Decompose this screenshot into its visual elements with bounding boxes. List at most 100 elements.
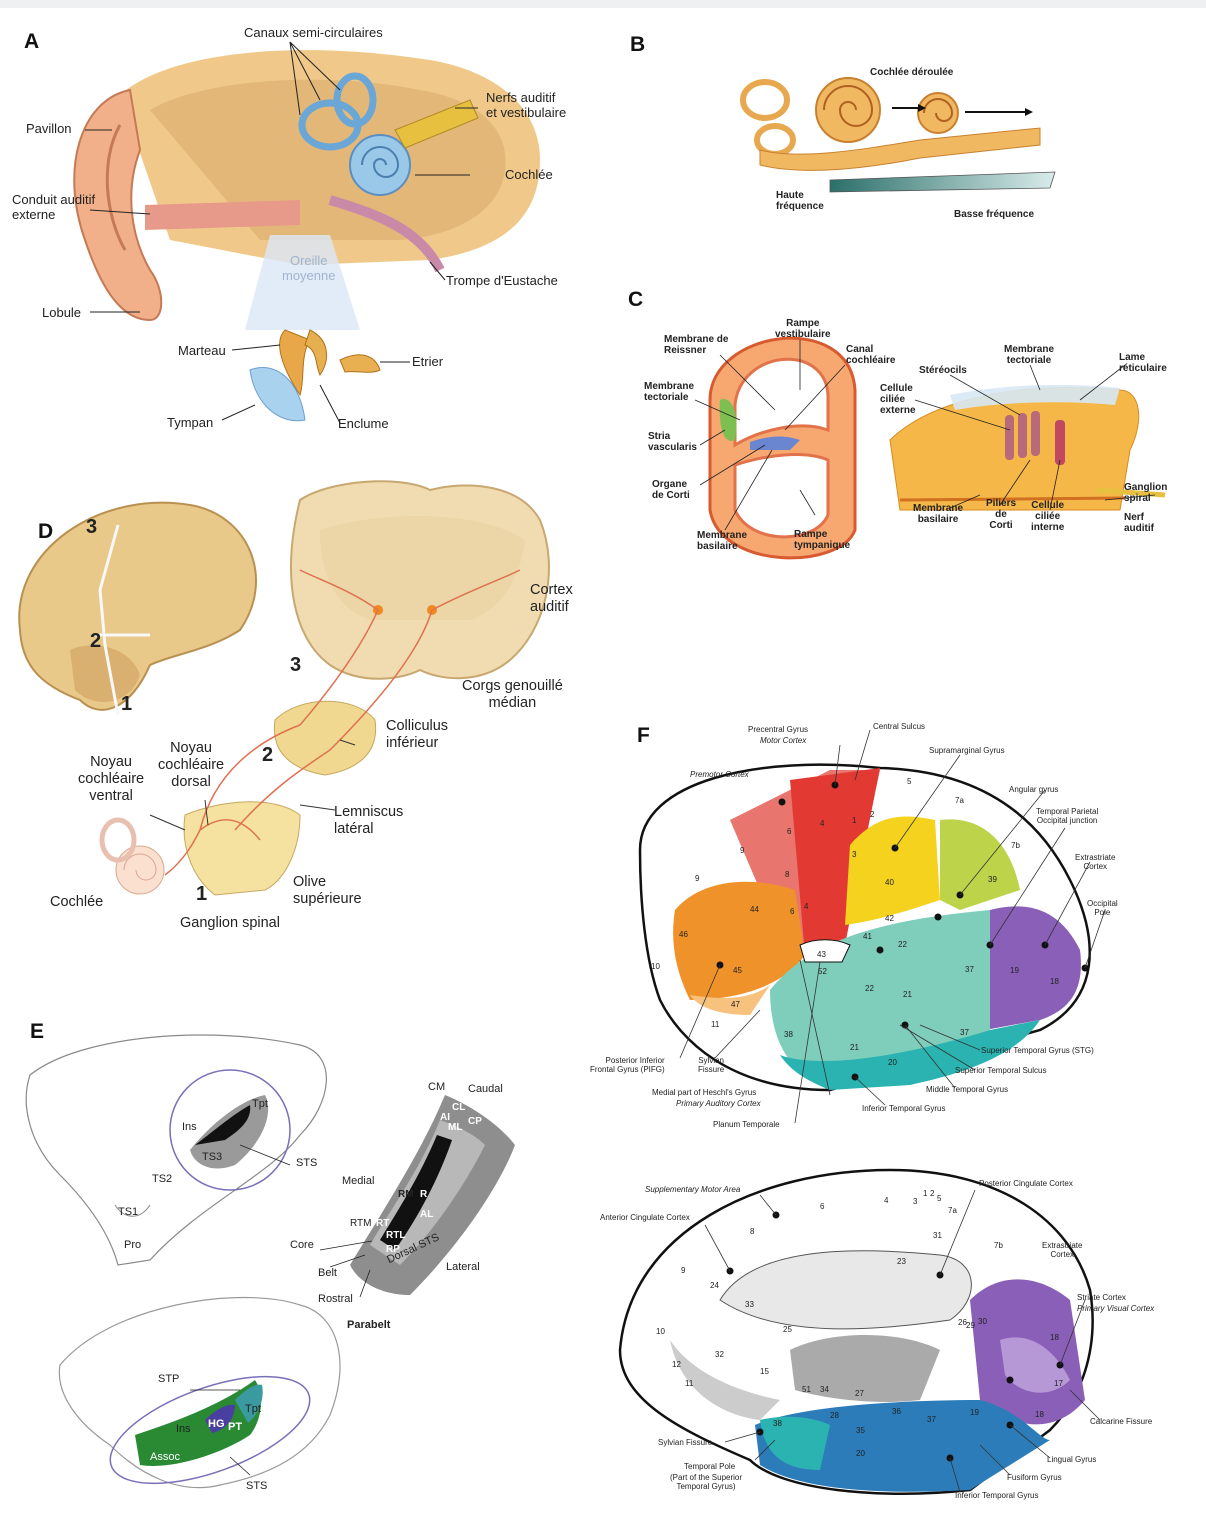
m-area-17: 17 (1054, 1379, 1063, 1388)
area-num-45: 45 (733, 966, 742, 975)
m-area-37: 37 (927, 1415, 936, 1424)
label-f-lingual: Lingual Gyrus (1047, 1455, 1096, 1464)
label-f-itg-medial: Inferior Temporal Gyrus (955, 1491, 1038, 1500)
label-lobule: Lobule (42, 305, 81, 320)
label-oreille-moyenne: Oreille moyenne (282, 253, 335, 283)
m-area-32: 32 (715, 1350, 724, 1359)
basilar-membrane-gradient (830, 172, 1055, 192)
cochlea-unrolled-illustration (600, 0, 1206, 260)
cochlea-tube (760, 128, 1040, 170)
area-num-7a: 7a (955, 796, 964, 805)
label-e-sts: STS (296, 1159, 317, 1168)
label-d-2: 2 (262, 748, 273, 763)
label-basilaire-right: Membrane basilaire (913, 503, 963, 525)
m-area-24: 24 (710, 1281, 719, 1290)
label-e-tpt2: Tpt (245, 1405, 261, 1414)
m-area-31: 31 (933, 1231, 942, 1240)
panel-f: F Precentral Gyrus Motor Cortex Central … (580, 700, 1206, 1537)
label-tectoriale-right: Membrane tectoriale (1004, 344, 1054, 366)
label-e-caudal: Caudal (468, 1085, 503, 1094)
panel-e-letter: E (30, 1020, 44, 1044)
label-e-hg: HG (208, 1420, 225, 1429)
m-area-23: 23 (897, 1257, 906, 1266)
label-f-tpo: Temporal Parietal Occipital junction (1036, 807, 1098, 825)
label-lemniscus: Lemniscus latéral (334, 804, 403, 838)
area-num-19: 19 (1010, 966, 1019, 975)
panel-e: E Ins Tpt TS3 TS2 TS1 Pro STS CM Caudal … (0, 1005, 560, 1537)
area-num-2: 2 (870, 810, 874, 819)
area-num-40: 40 (885, 878, 894, 887)
label-d-2-top: 2 (90, 634, 101, 649)
ear-anatomy-illustration (0, 0, 600, 450)
label-e-ts1: TS1 (118, 1208, 138, 1217)
area-num-47: 47 (731, 1000, 740, 1009)
label-e-parabelt: Parabelt (347, 1321, 390, 1330)
label-cochlee: Cochlée (505, 167, 553, 182)
m-area-9: 9 (681, 1266, 685, 1275)
area-num-22b: 22 (865, 984, 874, 993)
label-e-cm: CM (428, 1083, 445, 1092)
panel-a-letter: A (24, 30, 39, 54)
label-f-central: Central Sulcus (873, 722, 925, 731)
label-f-supramarginal: Supramarginal Gyrus (929, 746, 1005, 755)
area-num-11: 11 (711, 1020, 719, 1029)
arrow-2-head (1025, 108, 1033, 116)
label-lame-reticulaire: Lame réticulaire (1119, 352, 1167, 374)
label-d-3: 3 (290, 658, 301, 673)
scala-tympani (735, 455, 828, 537)
panel-b-letter: B (630, 33, 645, 57)
m-area-20: 20 (856, 1449, 865, 1458)
vestibule-loop-1 (743, 82, 787, 118)
area-num-9b: 9 (695, 874, 699, 883)
m-area-19: 19 (970, 1408, 979, 1417)
area-num-5: 5 (907, 777, 911, 786)
label-enclume: Enclume (338, 416, 389, 431)
label-olive: Olive supérieure (293, 874, 362, 908)
label-etrier: Etrier (412, 354, 443, 369)
area-num-46: 46 (679, 930, 688, 939)
human-brain-outline (59, 1298, 340, 1488)
label-e-ts3: TS3 (202, 1153, 222, 1162)
area-num-6a: 6 (787, 827, 791, 836)
label-ganglion-spiral: Ganglion spiral (1124, 482, 1167, 504)
label-e-ts2: TS2 (152, 1175, 172, 1184)
area-num-4a: 4 (820, 819, 824, 828)
label-colliculus: Colliculus inférieur (386, 718, 448, 752)
label-basilaire-left: Membrane basilaire (697, 530, 747, 552)
label-f-fusiform: Fusiform Gyrus (1007, 1473, 1062, 1482)
label-f-planum: Planum Temporale (713, 1120, 780, 1129)
label-e-core: Core (290, 1241, 314, 1250)
m-area-8: 8 (750, 1227, 754, 1236)
panel-d: D 3 2 1 Cortex auditif 3 Corgs genouillé… (0, 470, 600, 950)
label-organe: Organe de Corti (652, 479, 690, 501)
label-e-sts2: STS (246, 1482, 267, 1491)
label-e-pro: Pro (124, 1241, 141, 1250)
label-f-sma: Supplementary Motor Area (645, 1185, 740, 1194)
label-canaux: Canaux semi-circulaires (244, 25, 383, 40)
stapes (340, 355, 380, 373)
area-num-6b: 6 (790, 907, 794, 916)
coronal-white-matter (320, 516, 525, 620)
cochlea-drawing (116, 846, 164, 894)
area-num-4b: 4 (804, 902, 808, 911)
area-num-10: 10 (651, 962, 660, 971)
label-f-precentral: Precentral Gyrus (748, 725, 808, 734)
label-noyau-ventral: Noyau cochléaire ventral (78, 754, 144, 805)
label-e-al: AL (420, 1210, 433, 1219)
label-e-rt: RT (376, 1219, 389, 1228)
area-num-9a: 9 (740, 846, 744, 855)
label-f-premotor: Premotor Cortex (690, 770, 749, 779)
label-f-primary-aud: Primary Auditory Cortex (676, 1099, 761, 1108)
m-area-6: 6 (820, 1202, 824, 1211)
area-num-18: 18 (1050, 977, 1059, 986)
label-e-belt: Belt (318, 1269, 337, 1278)
m-area-2: 2 (930, 1189, 934, 1198)
area-num-43: 43 (817, 950, 826, 959)
label-e-rtm: RTM (350, 1219, 371, 1228)
brainstem-medulla (184, 802, 300, 895)
area-num-52: 52 (818, 967, 827, 976)
m-area-51: 51 (802, 1385, 811, 1394)
label-tympan: Tympan (167, 415, 213, 430)
label-f-occipital: Occipital Pole (1087, 899, 1118, 917)
label-e-lateral: Lateral (446, 1263, 480, 1272)
